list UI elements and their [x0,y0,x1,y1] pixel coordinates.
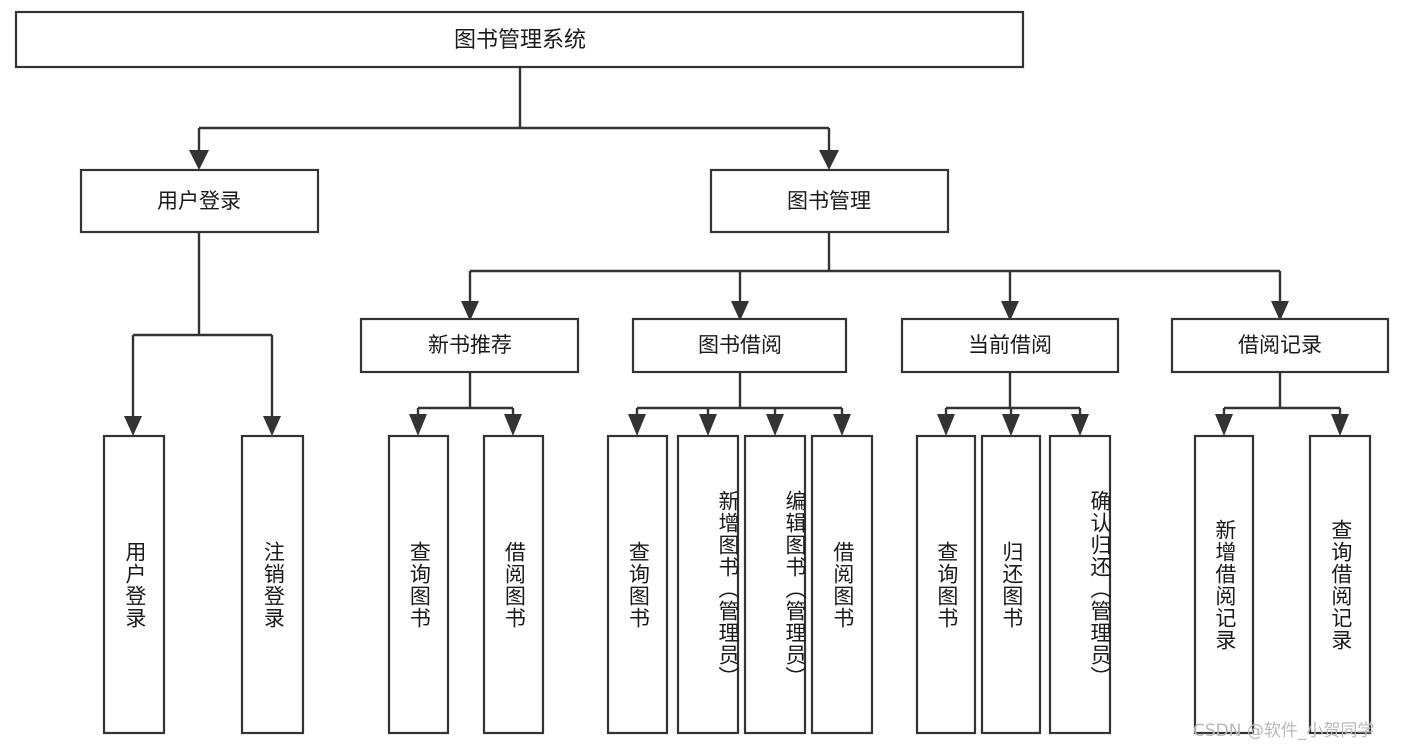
node-new-book-recommend[interactable]: 新书推荐 [359,317,580,374]
connector-layer [124,67,1349,436]
arrowhead-bb-edit [766,414,784,436]
arrowhead-bb-add [699,414,717,436]
arrowhead-new-book [461,301,479,321]
leaf-box-cb-confirm-return[interactable] [1048,434,1112,735]
arrowhead-leaf-logout [263,416,281,436]
node-new-book-recommend-box[interactable] [359,317,580,374]
leaf-box-bb-query-book[interactable] [606,434,669,735]
leaf-box-br-query-record[interactable] [1308,434,1372,735]
leaf-box-nb-borrow-book[interactable] [482,434,545,735]
csdn-watermark: CSDN @软件_小贺同学 [1193,721,1375,741]
leaf-box-bb-edit-book[interactable] [743,434,807,735]
node-user-login-box[interactable] [79,168,320,234]
node-user-login-label: 用户登录 [157,189,241,213]
arrowhead-cb-confirm [1071,414,1089,436]
node-book-borrow-label: 图书借阅 [698,333,782,357]
arrowhead-book-manage [819,150,839,170]
node-current-borrow-box[interactable] [900,317,1120,374]
leaf-box-bb-borrow-book[interactable] [810,434,874,735]
leaf-box-logout[interactable] [240,434,305,735]
node-new-book-recommend-label: 新书推荐 [428,333,512,357]
node-book-borrow-box[interactable] [631,317,848,374]
arrowhead-nb-borrow [504,414,522,436]
leaf-box-user-login[interactable] [102,434,166,735]
arrowhead-cb-query [937,414,955,436]
leaf-box-bb-add-book[interactable] [676,434,740,735]
node-root-box[interactable] [14,10,1025,69]
node-borrow-record-box[interactable] [1170,317,1390,374]
node-current-borrow[interactable]: 当前借阅 [900,317,1120,374]
leaf-box-nb-query-book[interactable] [387,434,450,735]
arrowhead-borrow-record [1271,301,1289,321]
node-borrow-record[interactable]: 借阅记录 [1170,317,1390,374]
arrowhead-cb-return [1002,414,1020,436]
leaf-box-cb-return-book[interactable] [980,434,1042,735]
node-book-borrow[interactable]: 图书借阅 [631,317,848,374]
node-borrow-record-label: 借阅记录 [1238,333,1322,357]
arrowhead-nb-query [409,414,427,436]
arrowhead-br-add [1215,414,1233,436]
node-book-management[interactable]: 图书管理 [709,168,950,234]
node-root[interactable]: 图书管理系统 [14,10,1025,69]
node-root-label: 图书管理系统 [454,28,586,53]
arrowhead-bb-borrow [833,414,851,436]
node-book-management-box[interactable] [709,168,950,234]
arrowhead-br-query [1331,414,1349,436]
arrowhead-current-borrow [1001,301,1019,321]
node-book-management-label: 图书管理 [787,189,871,213]
arrowhead-book-borrow [731,301,749,321]
arrowhead-user-login [189,150,209,170]
arrowhead-leaf-user-login [124,416,142,436]
arrowhead-bb-query [628,414,646,436]
node-user-login[interactable]: 用户登录 [79,168,320,234]
node-current-borrow-label: 当前借阅 [968,333,1052,357]
leaf-box-cb-query-book[interactable] [915,434,977,735]
leaf-box-br-add-record[interactable] [1193,434,1255,735]
